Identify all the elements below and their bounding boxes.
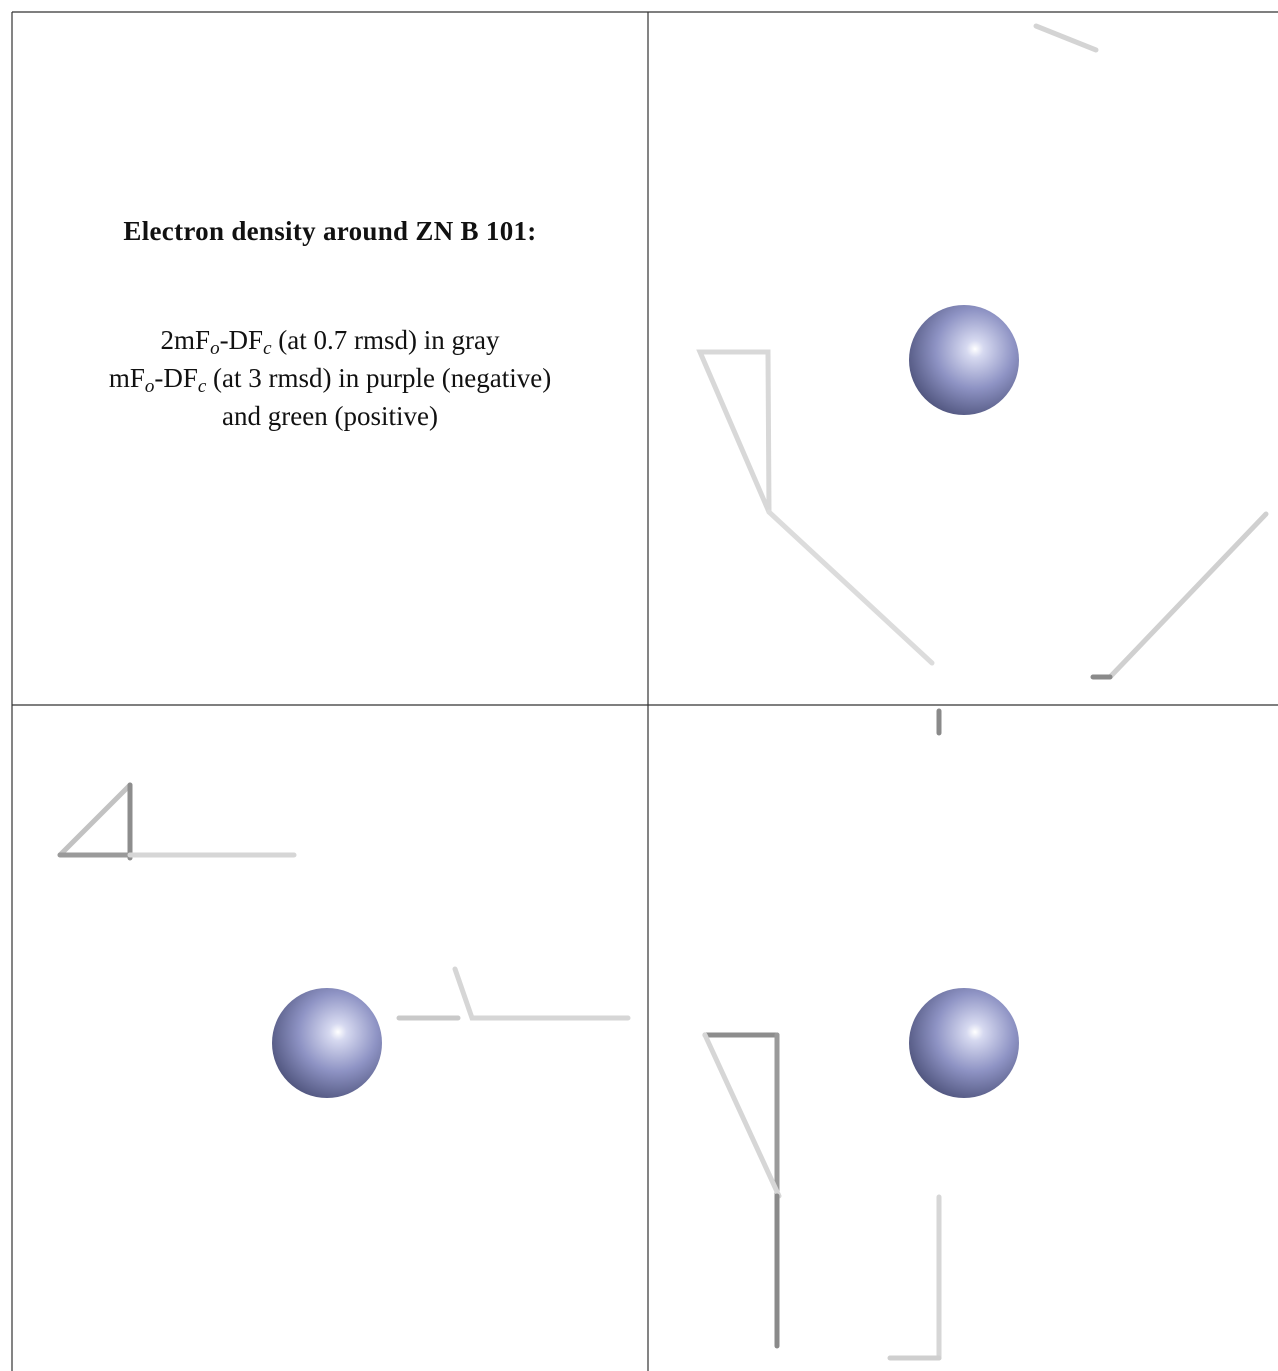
view-panel-3 — [702, 708, 1019, 1361]
caption-line-gray-map: 2mFo-DFc (at 0.7 rmsd) in gray — [160, 325, 500, 359]
density-mesh-gray — [57, 782, 631, 1021]
caption-line-positive: and green (positive) — [222, 401, 438, 431]
zinc-atom — [272, 988, 382, 1098]
caption-title: Electron density around ZN B 101: — [123, 216, 537, 246]
view-panel-2 — [57, 782, 631, 1098]
caption-legend: 2mFo-DFc (at 0.7 rmsd) in gray mFo-DFc (… — [12, 321, 648, 435]
panel-borders — [11, 11, 1278, 1371]
zinc-atom — [909, 305, 1019, 415]
density-mesh-gray — [696, 23, 1269, 680]
zinc-atom — [909, 988, 1019, 1098]
caption-line-difference-map: mFo-DFc (at 3 rmsd) in purple (negative) — [108, 363, 552, 397]
caption-panel: Electron density around ZN B 101: 2mFo-D… — [12, 12, 648, 704]
view-panel-1 — [696, 23, 1269, 680]
density-mesh-gray — [702, 708, 942, 1361]
